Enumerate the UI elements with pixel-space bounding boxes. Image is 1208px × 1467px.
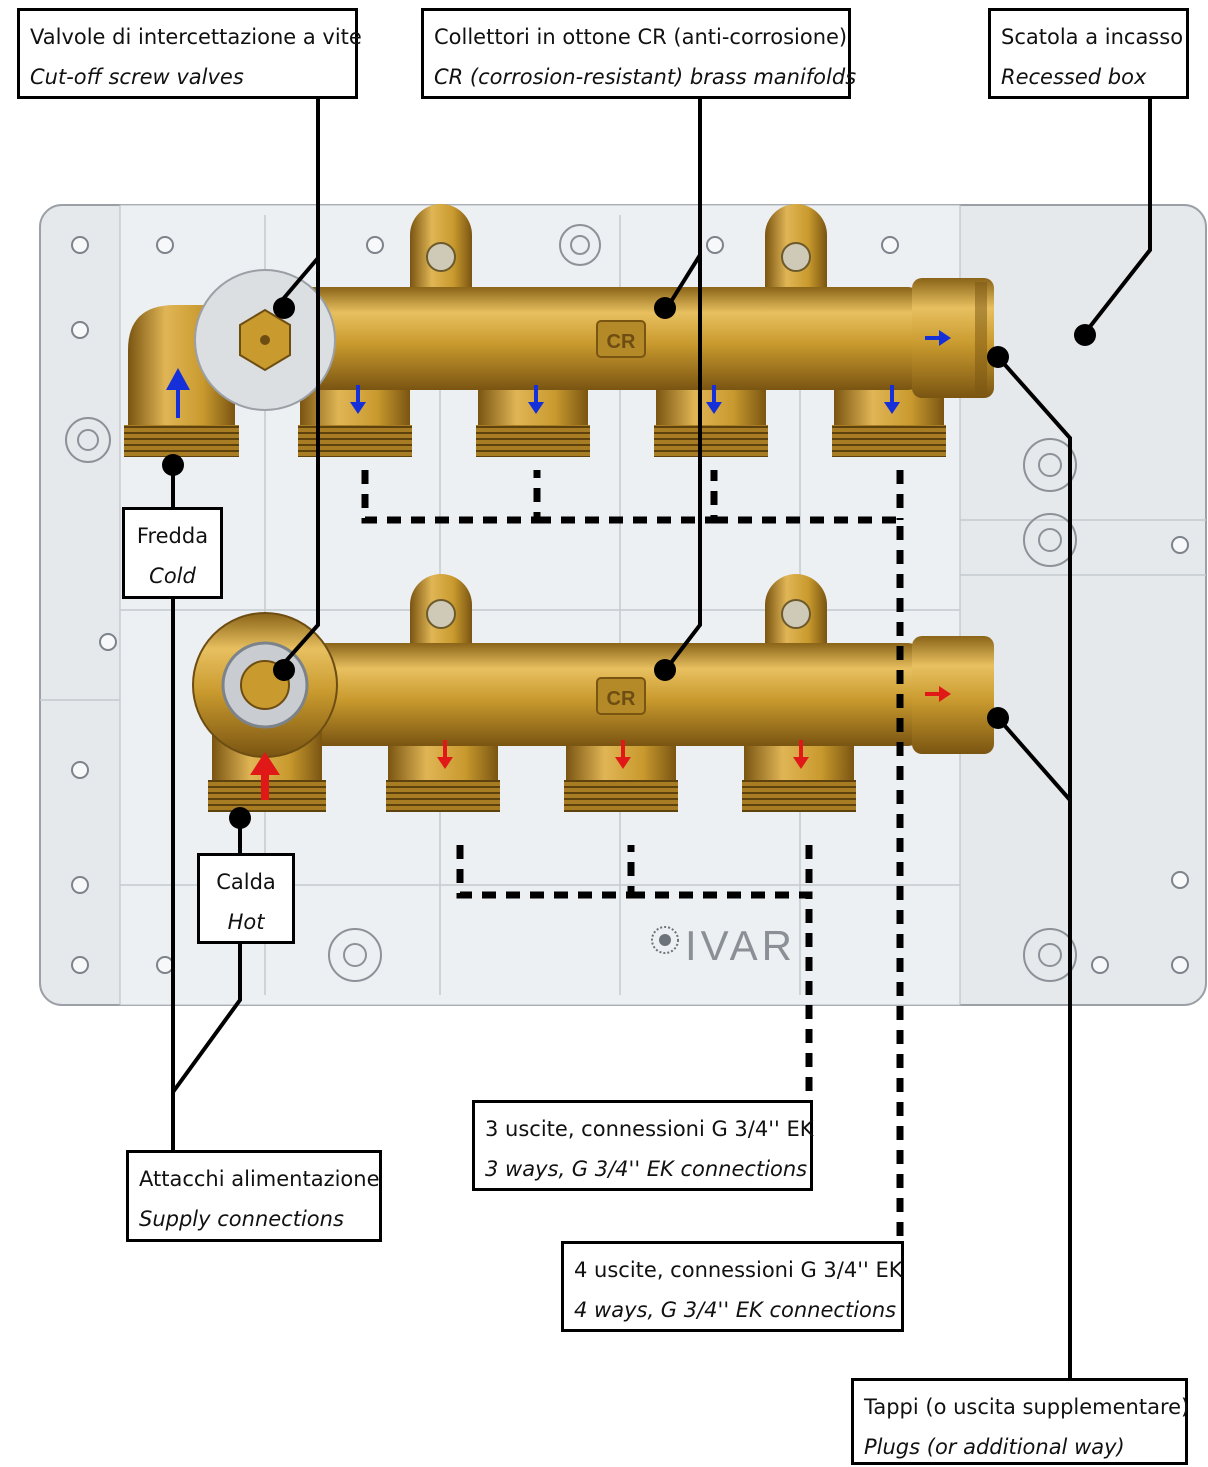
leader-dots bbox=[162, 297, 1096, 829]
label-three-ways: 3 uscite, connessioni G 3/4'' EK 3 ways,… bbox=[472, 1100, 814, 1191]
label-hot-en: Hot bbox=[227, 910, 265, 934]
label-box-it: Scatola a incasso bbox=[1001, 25, 1184, 49]
label-hot: Calda Hot bbox=[197, 853, 295, 944]
label-supply-en: Supply connections bbox=[139, 1207, 344, 1231]
hot-manifold bbox=[192, 574, 994, 812]
label-four-ways-it: 4 uscite, connessioni G 3/4'' EK bbox=[574, 1258, 903, 1282]
cr-mark-upper: CR bbox=[607, 331, 636, 353]
label-four-ways-en: 4 ways, G 3/4'' EK connections bbox=[574, 1298, 897, 1322]
label-hot-it: Calda bbox=[216, 870, 276, 894]
label-cold-en: Cold bbox=[149, 564, 196, 588]
cr-mark-lower: CR bbox=[607, 688, 636, 710]
label-valves-en: Cut-off screw valves bbox=[30, 65, 244, 89]
label-manifolds-en: CR (corrosion-resistant) brass manifolds bbox=[434, 65, 857, 89]
label-box-en: Recessed box bbox=[1001, 65, 1147, 89]
label-four-ways: 4 uscite, connessioni G 3/4'' EK 4 ways,… bbox=[561, 1241, 904, 1332]
label-box: Scatola a incasso Recessed box bbox=[988, 8, 1189, 99]
label-manifolds: Collettori in ottone CR (anti-corrosione… bbox=[421, 8, 857, 99]
ivar-logo: IVAR bbox=[651, 922, 796, 969]
label-manifolds-it: Collettori in ottone CR (anti-corrosione… bbox=[434, 25, 848, 49]
label-three-ways-it: 3 uscite, connessioni G 3/4'' EK bbox=[485, 1117, 814, 1141]
label-supply: Attacchi alimentazione Supply connection… bbox=[126, 1150, 382, 1242]
label-cold-it: Fredda bbox=[136, 524, 209, 548]
cold-manifold bbox=[124, 204, 994, 457]
label-plugs-en: Plugs (or additional way) bbox=[864, 1435, 1125, 1459]
leader-lines bbox=[171, 97, 1152, 1380]
label-valves-it: Valvole di intercettazione a vite bbox=[30, 25, 362, 49]
brand-name: IVAR bbox=[685, 922, 796, 969]
label-cold: Fredda Cold bbox=[122, 507, 223, 599]
dashed-brackets bbox=[361, 470, 904, 1245]
label-valves: Valvole di intercettazione a vite Cut-of… bbox=[17, 8, 362, 99]
label-plugs: Tappi (o uscita supplementare) Plugs (or… bbox=[851, 1378, 1190, 1465]
label-three-ways-en: 3 ways, G 3/4'' EK connections bbox=[485, 1157, 808, 1181]
label-supply-it: Attacchi alimentazione bbox=[139, 1167, 380, 1191]
label-plugs-it: Tappi (o uscita supplementare) bbox=[864, 1395, 1190, 1419]
